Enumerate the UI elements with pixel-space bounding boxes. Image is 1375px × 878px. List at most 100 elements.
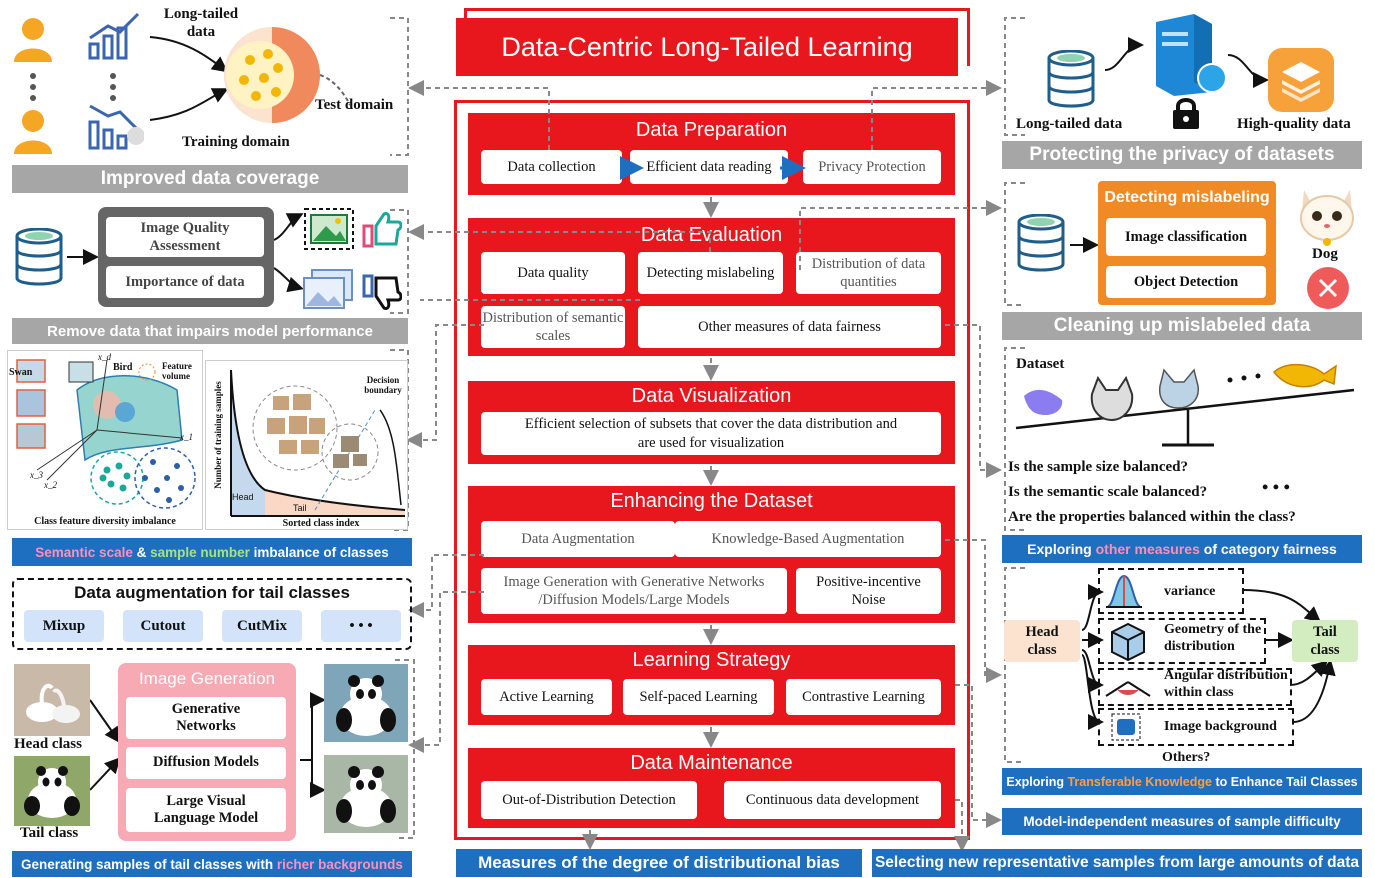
knowledge-augmentation-box: Knowledge-Based Augmentation: [675, 521, 941, 557]
imbalance-left-caption: Class feature diversity imbalance: [34, 516, 176, 527]
rising-chart-icon: [88, 12, 140, 60]
database-icon: [15, 228, 63, 286]
feature-volume-label: Feature volume: [162, 361, 192, 381]
background-label: Image background: [1164, 719, 1277, 734]
coverage-banner: Improved data coverage: [12, 165, 408, 193]
object-detection-box: Object Detection: [1106, 266, 1266, 298]
ellipsis-chip: • • •: [321, 610, 401, 642]
generated-panda-image: [324, 755, 408, 833]
server-icon: [1156, 14, 1227, 96]
generation-title: Image Generation: [138, 669, 276, 688]
fairness-dots: • • •: [1262, 477, 1290, 497]
transfer-banner: Exploring Transferable Knowledge to Enha…: [1002, 768, 1362, 795]
x1-label: x_1: [180, 432, 193, 442]
importance-box: Importance of data: [106, 266, 264, 298]
efficient-reading-box: Efficient data reading: [630, 150, 788, 184]
person-icon: [14, 18, 52, 62]
detecting-mislabeling-box: Detecting mislabeling: [638, 252, 783, 294]
mislabel-title: Detecting mislabeling: [1104, 189, 1270, 206]
background-icon: [1111, 713, 1141, 741]
page-title: Data-Centric Long-Tailed Learning: [456, 18, 958, 76]
privacy-longtailed-label: Long-tailed data: [1016, 116, 1123, 132]
question-semantic-scale: Is the semantic scale balanced?: [1008, 484, 1208, 500]
section-learning-title: Learning Strategy: [632, 649, 791, 671]
generation-banner-a: Generating samples of tail classes with: [21, 856, 277, 872]
lvlm-box: Large Visual Language Model: [126, 788, 286, 832]
feature-manifold: [16, 359, 196, 509]
data-augmentation-box: Data Augmentation: [481, 521, 675, 557]
long-tailed-label: Long-tailed data: [163, 6, 239, 40]
balance-scale: [1015, 363, 1355, 447]
wrong-icon: [1307, 267, 1349, 309]
swans-image: [14, 664, 90, 736]
xd-label: x_d: [98, 352, 111, 362]
ylabel-training-samples: Number of training samples: [213, 381, 223, 489]
continuous-dev-box: Continuous data development: [724, 781, 941, 819]
section-evaluation-title: Data Evaluation: [640, 224, 783, 246]
imbalance-banner-c: sample number: [150, 544, 250, 560]
x2-label: x_2: [44, 480, 57, 490]
transfer-banner-c: to Enhance Tail Classes: [1211, 774, 1358, 789]
dog-label: Dog: [1312, 246, 1338, 262]
layers-icon: [1268, 48, 1334, 112]
active-learning-box: Active Learning: [481, 679, 612, 715]
ellipsis-vertical-icon: [30, 73, 36, 101]
question-properties: Are the properties balanced within the c…: [1008, 509, 1296, 525]
person-icon: [14, 110, 52, 154]
cat-icon: [1300, 190, 1354, 246]
variance-icon: [1106, 574, 1142, 608]
selecting-banner: Selecting new representative samples fro…: [872, 849, 1362, 877]
mislabel-banner: Cleaning up mislabeled data: [1002, 312, 1362, 340]
other-fairness-box: Other measures of data fairness: [638, 306, 941, 348]
panda-image: [14, 756, 90, 826]
picture-icon: [304, 208, 354, 250]
section-preparation-title: Data Preparation: [635, 119, 788, 141]
dataset-label: Dataset: [1016, 356, 1065, 372]
tail-label: Tail: [293, 503, 307, 513]
x3-label: x_3: [30, 470, 43, 480]
fairness-banner: Exploring other measures of category fai…: [1002, 535, 1362, 563]
section-visualization: Data Visualization Efficient selection o…: [468, 381, 955, 464]
head-class-box: Head class: [1004, 620, 1080, 662]
generated-panda-image: [324, 664, 408, 742]
positive-noise-box: Positive-incentive Noise: [796, 568, 941, 614]
ellipsis-vertical-icon: [110, 73, 116, 101]
section-enhancing: Enhancing the Dataset Data Augmentation …: [468, 486, 955, 623]
contrastive-learning-box: Contrastive Learning: [786, 679, 941, 715]
variance-label: variance: [1164, 584, 1216, 599]
section-visualization-title: Data Visualization: [631, 385, 792, 407]
angular-box: [1098, 668, 1292, 706]
background-box: [1098, 708, 1294, 746]
diffusion-models-box: Diffusion Models: [126, 747, 286, 779]
privacy-highquality-label: High-quality data: [1237, 116, 1351, 132]
others-label: Others?: [1162, 750, 1211, 765]
augment-panel: [12, 578, 412, 650]
imbalance-banner-b: &: [132, 544, 151, 560]
ood-detection-box: Out-of-Distribution Detection: [481, 781, 697, 819]
remove-banner: Remove data that impairs model performan…: [12, 318, 408, 344]
mixup-chip: Mixup: [24, 610, 104, 642]
self-paced-box: Self-paced Learning: [623, 679, 774, 715]
imbalance-banner: Semantic scale & sample number imbalance…: [12, 538, 412, 566]
head-class-label: Head class: [14, 736, 82, 752]
falling-chart-icon: [88, 104, 144, 150]
geometry-box: [1098, 618, 1266, 664]
augment-title: Data augmentation for tail classes: [74, 583, 350, 602]
tail-class-box: Tail class: [1292, 620, 1358, 662]
image-generation-box: Image Generation with Generative Network…: [481, 568, 787, 614]
section-maintenance: Data Maintenance Out-of-Distribution Det…: [468, 748, 955, 828]
variance-box: [1098, 568, 1244, 614]
cube-icon: [1111, 622, 1145, 662]
domain-circle: [224, 27, 350, 123]
privacy-banner: Protecting the privacy of datasets: [1002, 141, 1362, 169]
distribution-quantities-box: Distribution of data quantities: [796, 252, 941, 294]
section-enhancing-title: Enhancing the Dataset: [610, 490, 813, 512]
head-label: Head: [232, 492, 254, 502]
bird-label: Bird: [113, 362, 133, 373]
transfer-banner-a: Exploring: [1006, 774, 1068, 789]
imbalance-banner-d: imbalance of classes: [249, 544, 389, 560]
transfer-banner-b: Transferable Knowledge: [1067, 774, 1212, 789]
imbalance-banner-a: Semantic scale: [35, 544, 133, 560]
model-independent-banner: Model-independent measures of sample dif…: [1002, 808, 1362, 835]
generation-banner-b: richer backgrounds: [276, 856, 403, 872]
